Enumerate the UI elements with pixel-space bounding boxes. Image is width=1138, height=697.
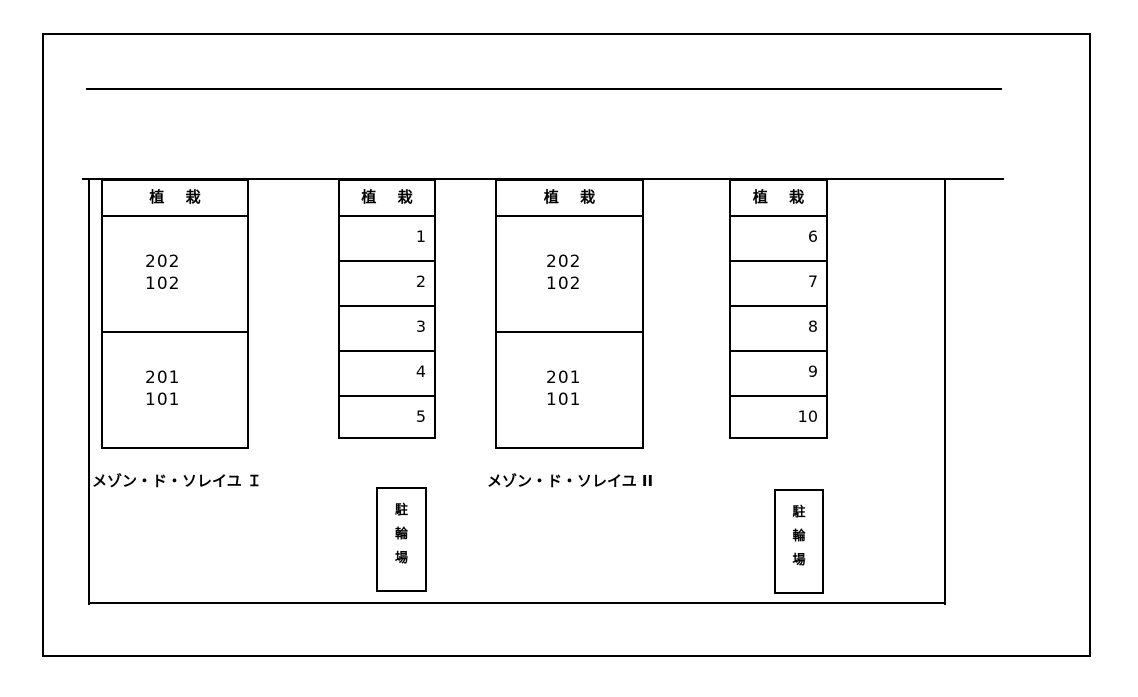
parking-block-2-planting: 植 栽 [731,181,826,217]
parking-space-number: 5 [415,407,426,426]
unit-label: 101 [145,390,181,410]
site-boundary-left [88,179,90,605]
unit-label: 201 [546,368,582,388]
building-2-lower-floor: 201 101 [497,331,642,447]
parking-space: 1 [340,215,434,262]
bicycle-parking-1: 駐 輪 場 [376,487,427,592]
building-1-planting: 植 栽 [103,181,247,217]
building-1: 植 栽 202 102 201 101 [101,179,249,449]
parking-space: 3 [340,305,434,352]
parking-space: 2 [340,260,434,307]
planting-label: 植 栽 [543,188,604,206]
parking-space: 9 [731,350,826,397]
bicycle-parking-label: 駐 輪 場 [792,505,806,568]
parking-space: 10 [731,395,826,439]
parking-space-number: 8 [807,317,818,336]
unit-label: 202 [145,252,181,272]
parking-space-number: 10 [797,407,818,426]
building-2: 植 栽 202 102 201 101 [495,179,644,449]
planting-label: 植 栽 [752,188,813,206]
unit-label: 102 [145,274,181,294]
site-boundary-right [944,179,946,605]
parking-space-number: 2 [415,272,426,291]
unit-label: 202 [546,252,582,272]
parking-space-number: 1 [415,227,426,246]
building-2-upper-floor: 202 102 [497,215,642,333]
unit-label: 102 [546,274,582,294]
bicycle-parking-2: 駐 輪 場 [774,489,824,594]
parking-block-1-planting: 植 栽 [340,181,434,217]
site-boundary-bottom [88,602,946,604]
parking-space-number: 6 [807,227,818,246]
building-2-planting: 植 栽 [497,181,642,217]
parking-block-1: 植 栽 1 2 3 4 5 [338,179,436,439]
building-1-upper-floor: 202 102 [103,215,247,333]
unit-label: 101 [546,390,582,410]
parking-space: 8 [731,305,826,352]
road-line-upper [86,88,1002,90]
parking-space: 4 [340,350,434,397]
parking-block-2: 植 栽 6 7 8 9 10 [729,179,828,439]
building-1-name: メゾン・ド・ソレイユ Ｉ [92,472,262,490]
planting-label: 植 栽 [361,188,421,206]
map-frame [42,33,1091,657]
planting-label: 植 栽 [149,188,209,206]
parking-space-number: 3 [415,317,426,336]
building-2-name: メゾン・ド・ソレイユ II [487,472,654,490]
parking-space: 6 [731,215,826,262]
parking-space-number: 9 [807,362,818,381]
parking-space: 7 [731,260,826,307]
parking-space-number: 4 [415,362,426,381]
unit-label: 201 [145,368,181,388]
parking-space: 5 [340,395,434,439]
bicycle-parking-label: 駐 輪 場 [394,503,408,566]
parking-space-number: 7 [807,272,818,291]
building-1-lower-floor: 201 101 [103,331,247,447]
